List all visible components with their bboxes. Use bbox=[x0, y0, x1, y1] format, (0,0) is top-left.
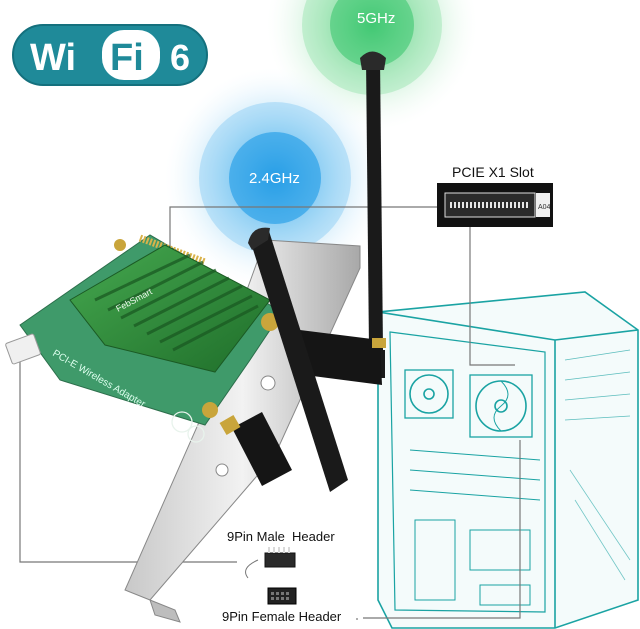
logo-wi: Wi bbox=[30, 37, 76, 79]
antenna-24ghz bbox=[219, 227, 348, 492]
signal-24ghz-waves bbox=[165, 68, 385, 288]
heatsink: FebSmart bbox=[69, 244, 271, 373]
pc-case-wireframe bbox=[377, 291, 639, 629]
label-female-header: 9Pin Female Header bbox=[222, 609, 342, 624]
female-header-image bbox=[267, 587, 297, 605]
slot-marking: A04 bbox=[538, 204, 551, 211]
logo-version: 6 bbox=[170, 37, 190, 78]
label-pcie-slot: PCIE X1 Slot bbox=[452, 164, 534, 180]
label-male-header: 9Pin Male Header bbox=[227, 529, 335, 544]
logo-fi: Fi bbox=[110, 37, 144, 79]
wifi6-logo: Wi Fi 6 bbox=[12, 24, 208, 86]
mounting-bracket bbox=[124, 239, 361, 623]
male-header-image bbox=[245, 547, 296, 579]
pcie-slot-image: A04 bbox=[437, 183, 553, 227]
antenna-5ghz bbox=[300, 51, 386, 385]
label-5ghz: 5GHz bbox=[357, 10, 396, 27]
label-24ghz: 2.4GHz bbox=[249, 170, 300, 187]
